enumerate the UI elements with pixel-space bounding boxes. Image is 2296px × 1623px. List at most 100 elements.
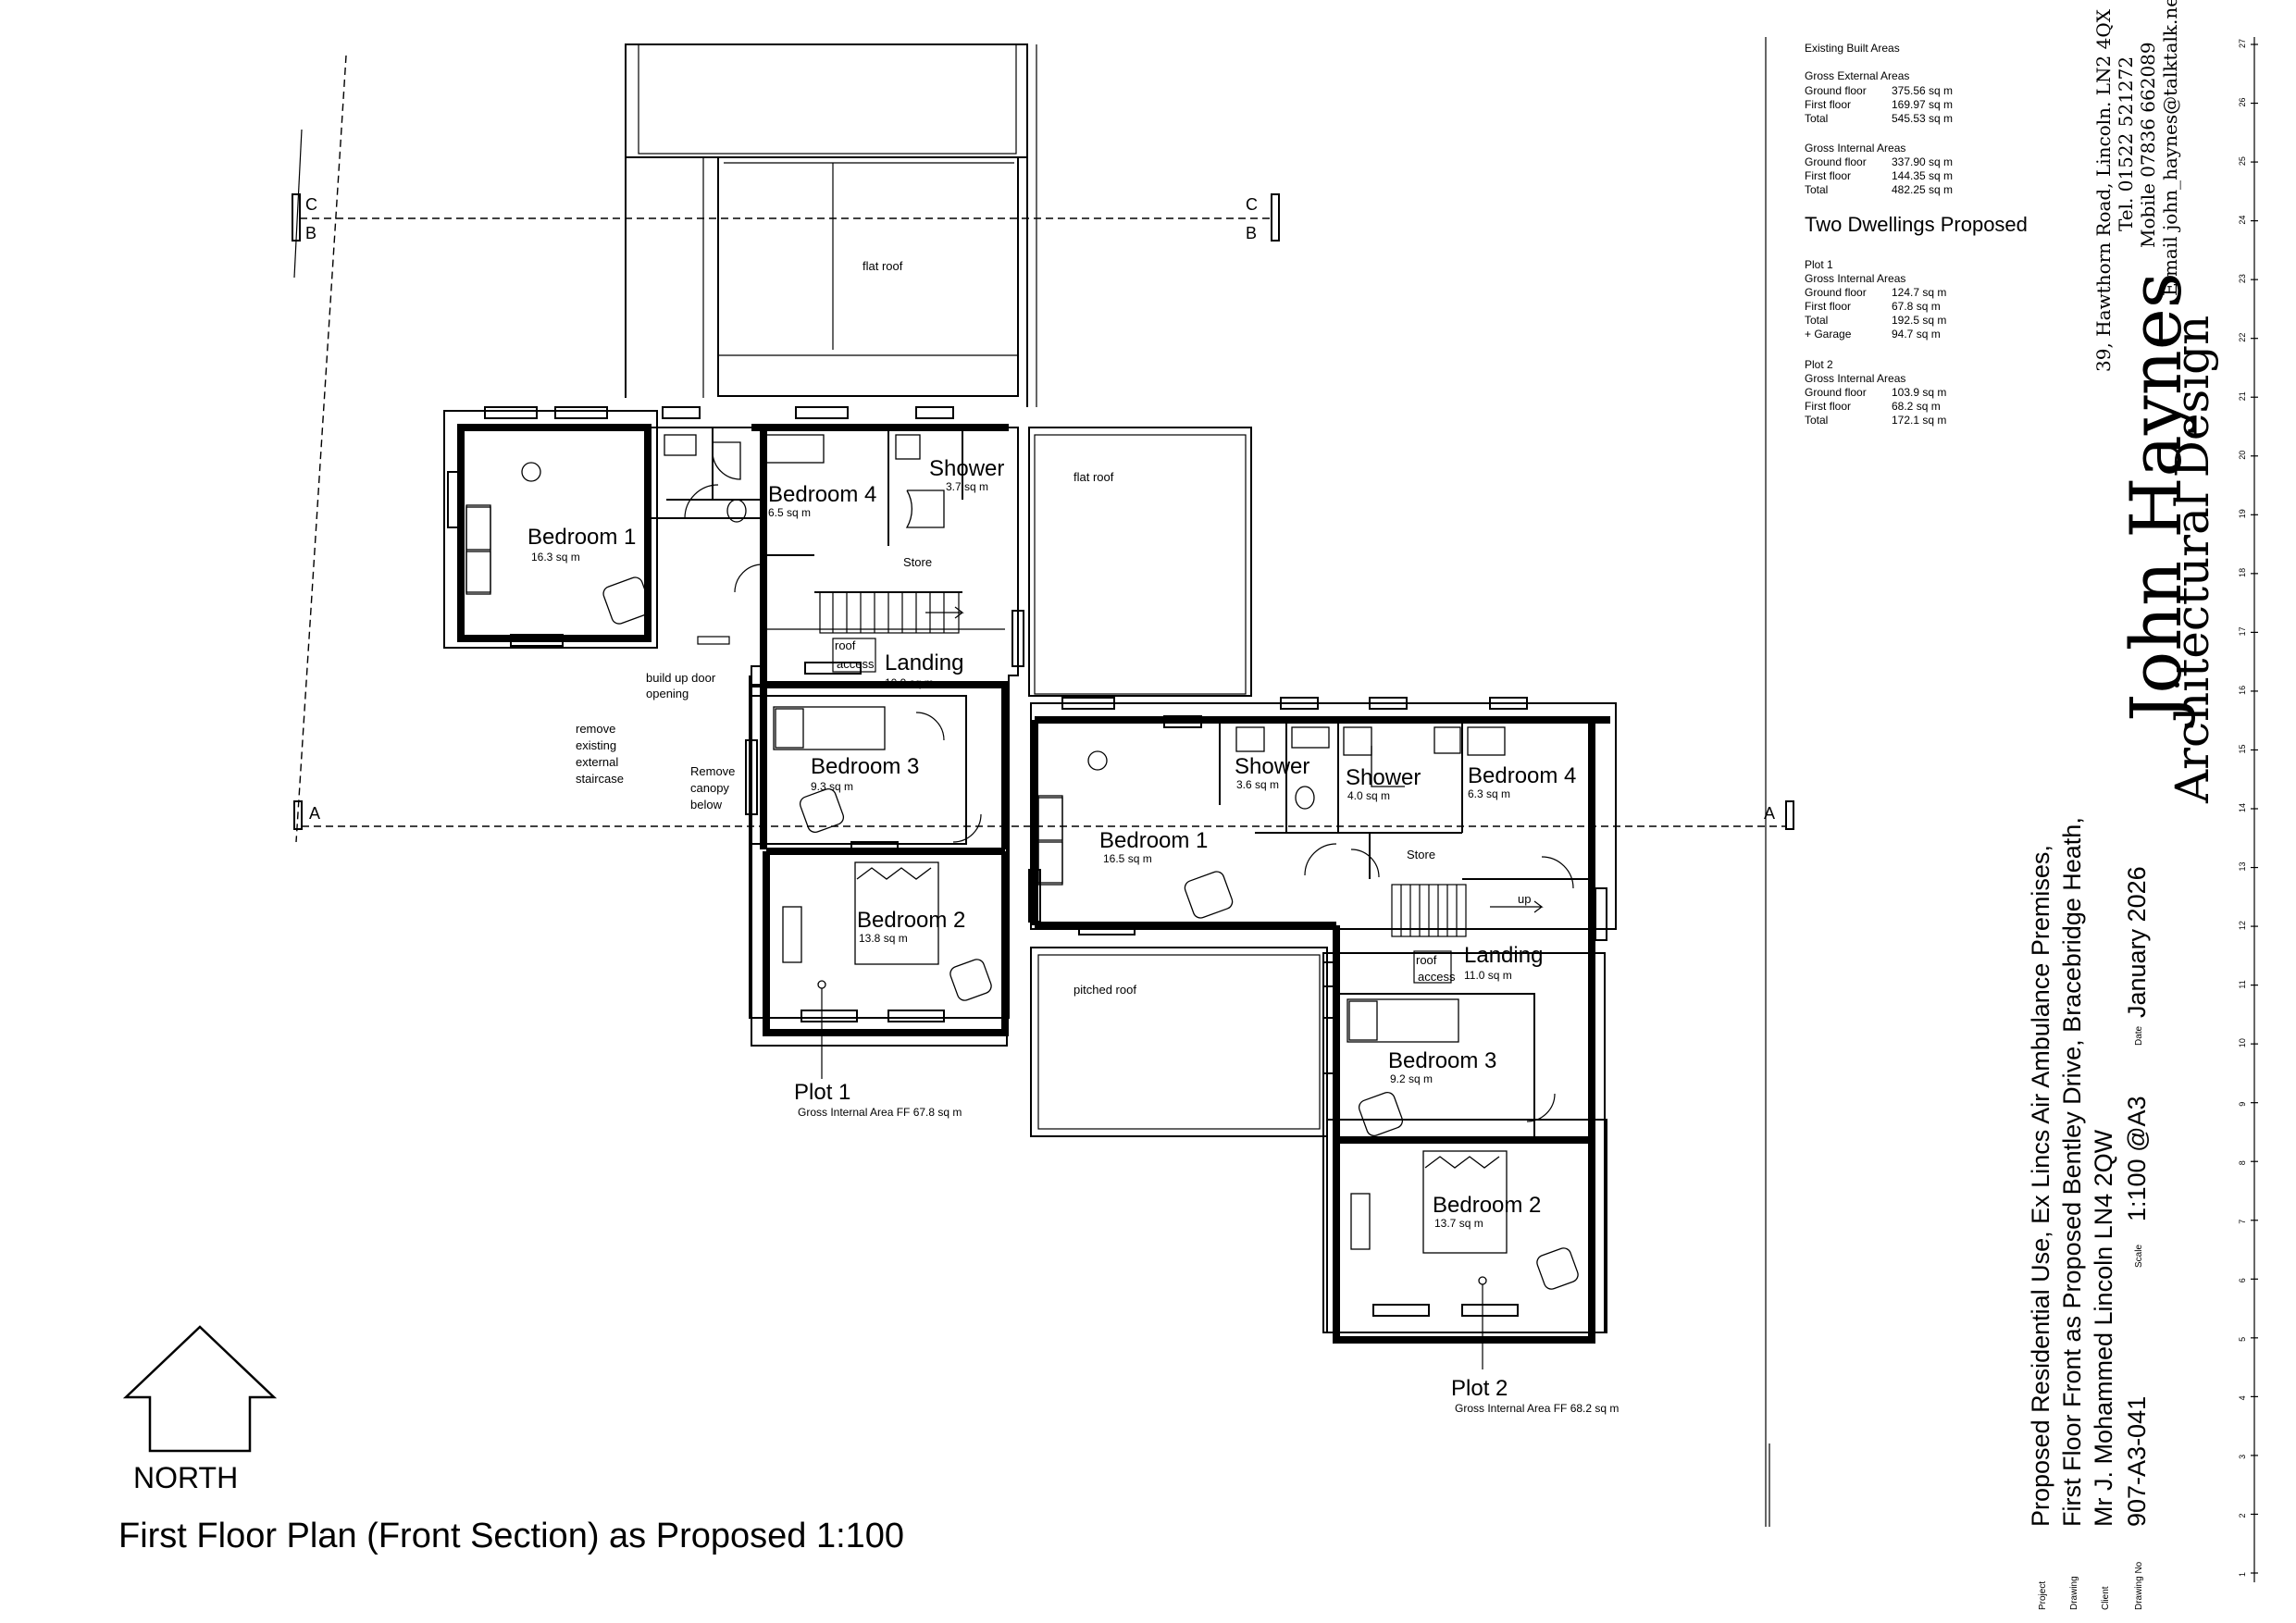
svg-text:canopy: canopy xyxy=(690,781,729,795)
scale-ruler: 1234567891011121314151617181920212223242… xyxy=(2238,37,2258,1582)
section-marker-a-right: A xyxy=(1764,804,1775,823)
svg-text:staircase: staircase xyxy=(576,772,624,786)
svg-text:103.9 sq m: 103.9 sq m xyxy=(1892,386,1946,399)
plot1-bedroom2-label: Bedroom 2 xyxy=(857,908,965,933)
svg-text:375.56 sq m: 375.56 sq m xyxy=(1892,84,1953,97)
svg-text:144.35 sq m: 144.35 sq m xyxy=(1892,169,1953,182)
plot1-bedroom3-label: Bedroom 3 xyxy=(811,754,919,779)
company-email: E mail john_haynes@talktalk.net xyxy=(2159,0,2181,296)
plot2-stair-up-label: up xyxy=(1518,892,1531,906)
svg-text:Plot 2: Plot 2 xyxy=(1805,358,1833,371)
annotation-build-up: build up door opening xyxy=(646,671,716,700)
scale-text: 1:100 @A3 xyxy=(2123,1096,2151,1221)
svg-text:Drawing: Drawing xyxy=(2069,1576,2079,1610)
ruler-label: 20 xyxy=(2238,451,2247,460)
ruler-label: 13 xyxy=(2238,862,2247,872)
ruler-label: 3 xyxy=(2238,1455,2247,1459)
plot1-bedroom4-label: Bedroom 4 xyxy=(768,482,876,507)
ruler-label: 1 xyxy=(2238,1572,2247,1577)
svg-text:Ground floor: Ground floor xyxy=(1805,155,1867,168)
ruler-label: 11 xyxy=(2238,980,2247,988)
company-address: 39, Hawthorn Road, Lincoln. LN2 4QX xyxy=(2092,8,2115,372)
plot1-bedroom4-area: 6.5 sq m xyxy=(768,506,811,519)
annotation-remove-staircase: remove existing external staircase xyxy=(576,722,624,786)
plot2-bedroom1-area: 16.5 sq m xyxy=(1103,852,1152,865)
gia-heading: Gross Internal Areas xyxy=(1805,142,1905,155)
plot2-bedroom4-area: 6.3 sq m xyxy=(1468,787,1510,800)
plot2-bedroom3-label: Bedroom 3 xyxy=(1388,1048,1496,1073)
plot1-room-labels: Bedroom 1 16.3 sq m Bedroom 4 6.5 sq m S… xyxy=(527,456,1004,945)
annotation-remove-canopy: Remove canopy below xyxy=(690,764,735,812)
plot2-room-labels: Bedroom 1 16.5 sq m Shower 3.6 sq m Show… xyxy=(1099,754,1576,1230)
svg-text:First floor: First floor xyxy=(1805,400,1851,413)
ruler-label: 18 xyxy=(2238,568,2247,577)
plot2-landing-label: Landing xyxy=(1464,943,1543,968)
svg-text:Gross Internal Areas: Gross Internal Areas xyxy=(1805,372,1905,385)
flat-roof-label-1: flat roof xyxy=(863,259,903,273)
flat-roof-2-outline xyxy=(1028,427,1252,697)
svg-text:Total: Total xyxy=(1805,183,1828,196)
north-arrow-icon xyxy=(122,1325,278,1453)
svg-text:192.5 sq m: 192.5 sq m xyxy=(1892,314,1946,327)
plot1-landing-area: 10.9 sq m xyxy=(885,676,934,689)
section-marker-b-right: B xyxy=(1246,224,1257,242)
svg-text:First floor: First floor xyxy=(1805,98,1851,111)
plot1-roof-access-2: access xyxy=(837,657,875,671)
plot2-bedroom2-label: Bedroom 2 xyxy=(1433,1193,1541,1218)
plot1-roof-access-1: roof xyxy=(835,638,856,652)
ruler-label: 15 xyxy=(2238,744,2247,753)
plot1-shower-label: Shower xyxy=(929,456,1004,481)
pitched-roof-label: pitched roof xyxy=(1074,983,1136,997)
svg-text:Gross Internal Areas: Gross Internal Areas xyxy=(1805,272,1905,285)
flat-roof-label-2: flat roof xyxy=(1074,470,1114,484)
plot1-bedroom1-area: 16.3 sq m xyxy=(531,551,580,564)
svg-text:build up door: build up door xyxy=(646,671,716,685)
existing-building-outline xyxy=(625,43,1037,407)
plot2-shower-b-area: 4.0 sq m xyxy=(1347,789,1390,802)
plot2-shower-b-label: Shower xyxy=(1346,765,1421,790)
plot2-bedroom3-area: 9.2 sq m xyxy=(1390,1072,1433,1085)
section-line-aa xyxy=(293,800,1794,830)
ruler-label: 21 xyxy=(2238,391,2247,401)
plot2-bedroom2-area: 13.7 sq m xyxy=(1434,1217,1483,1230)
plot1-bedroom2-area: 13.8 sq m xyxy=(859,932,908,945)
ruler-label: 17 xyxy=(2238,626,2247,636)
gea-heading: Gross External Areas xyxy=(1805,69,1909,82)
svg-text:external: external xyxy=(576,755,618,769)
plot2-roof-access-1: roof xyxy=(1416,953,1437,967)
svg-text:Scale: Scale xyxy=(2134,1245,2144,1268)
svg-text:68.2 sq m: 68.2 sq m xyxy=(1892,400,1941,413)
ruler-label: 23 xyxy=(2238,274,2247,283)
plot2-landing-area: 11.0 sq m xyxy=(1464,969,1512,982)
plot1-store-label: Store xyxy=(903,555,932,569)
svg-text:Date: Date xyxy=(2134,1025,2144,1046)
ruler-label: 19 xyxy=(2238,509,2247,518)
ruler-label: 4 xyxy=(2238,1395,2247,1400)
svg-text:opening: opening xyxy=(646,687,689,700)
section-marker-c-right: C xyxy=(1246,195,1258,214)
plot1-bedroom3-area: 9.3 sq m xyxy=(811,780,853,793)
ruler-label: 9 xyxy=(2238,1102,2247,1107)
company-mobile: Mobile 07836 662089 xyxy=(2137,42,2159,248)
company-name: John Haynes xyxy=(2115,272,2197,728)
svg-text:67.8 sq m: 67.8 sq m xyxy=(1892,300,1941,313)
ruler-label: 5 xyxy=(2238,1337,2247,1342)
ruler-label: 12 xyxy=(2238,921,2247,930)
company-logo: John Haynes xyxy=(2115,272,2197,728)
svg-text:Ground floor: Ground floor xyxy=(1805,84,1867,97)
plot2-bedroom1-label: Bedroom 1 xyxy=(1099,828,1208,853)
svg-text:remove: remove xyxy=(576,722,615,736)
project-text: Proposed Residential Use, Ex Lincs Air A… xyxy=(2027,845,2054,1527)
svg-text:Ground floor: Ground floor xyxy=(1805,386,1867,399)
plot2-store-label: Store xyxy=(1407,848,1435,861)
svg-text:172.1 sq m: 172.1 sq m xyxy=(1892,414,1946,427)
ruler-label: 2 xyxy=(2238,1513,2247,1518)
plot2-walls xyxy=(1028,697,1617,1344)
ruler-label: 10 xyxy=(2238,1038,2247,1047)
pitched-roof-outline xyxy=(1030,947,1328,1137)
section-marker-a-left: A xyxy=(309,804,320,823)
svg-text:124.7 sq m: 124.7 sq m xyxy=(1892,286,1946,299)
existing-areas-heading: Existing Built Areas xyxy=(1805,42,1900,55)
areas-schedule: Existing Built Areas Gross External Area… xyxy=(1805,42,2028,427)
